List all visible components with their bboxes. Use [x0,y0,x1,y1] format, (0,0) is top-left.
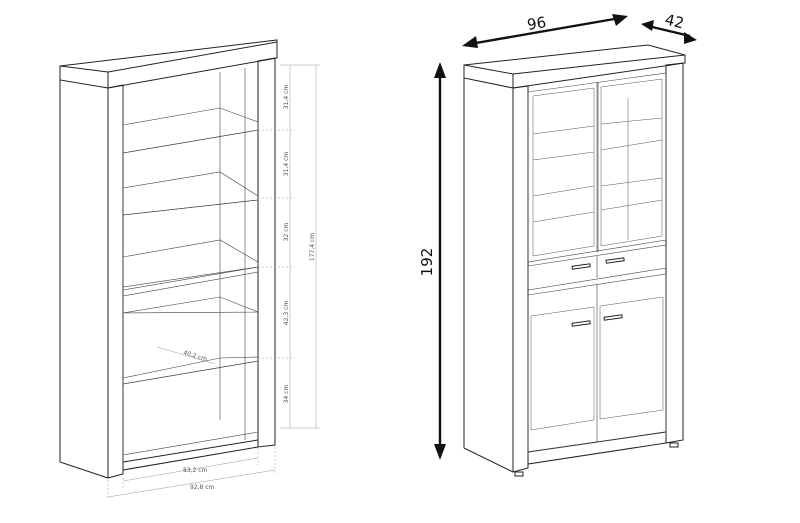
dim-total-label: 177,4 cm [309,233,316,261]
depth-label: 42 [663,10,686,32]
dim-inner-width-label: 83,2 cm [183,467,208,474]
dim-outer-width-label: 92,8 cm [190,484,215,491]
height-label: 192 [418,248,436,277]
dim-h4-label: 42,3 cm [283,301,290,326]
closed-cabinet: 192 96 42 [418,10,697,477]
open-bookcase: 31,4 cm 31,4 cm 32 cm 42,3 cm 34 cm 177,… [59,39,320,500]
width-label: 96 [526,13,548,34]
dim-h3-label: 32 cm [283,223,290,242]
dim-depth-label: 40,2 cm [182,349,208,363]
dim-h2-label: 31,4 cm [283,152,290,177]
dim-h5-label: 34 cm [283,385,290,404]
dim-h1-label: 31,4 cm [283,85,290,110]
